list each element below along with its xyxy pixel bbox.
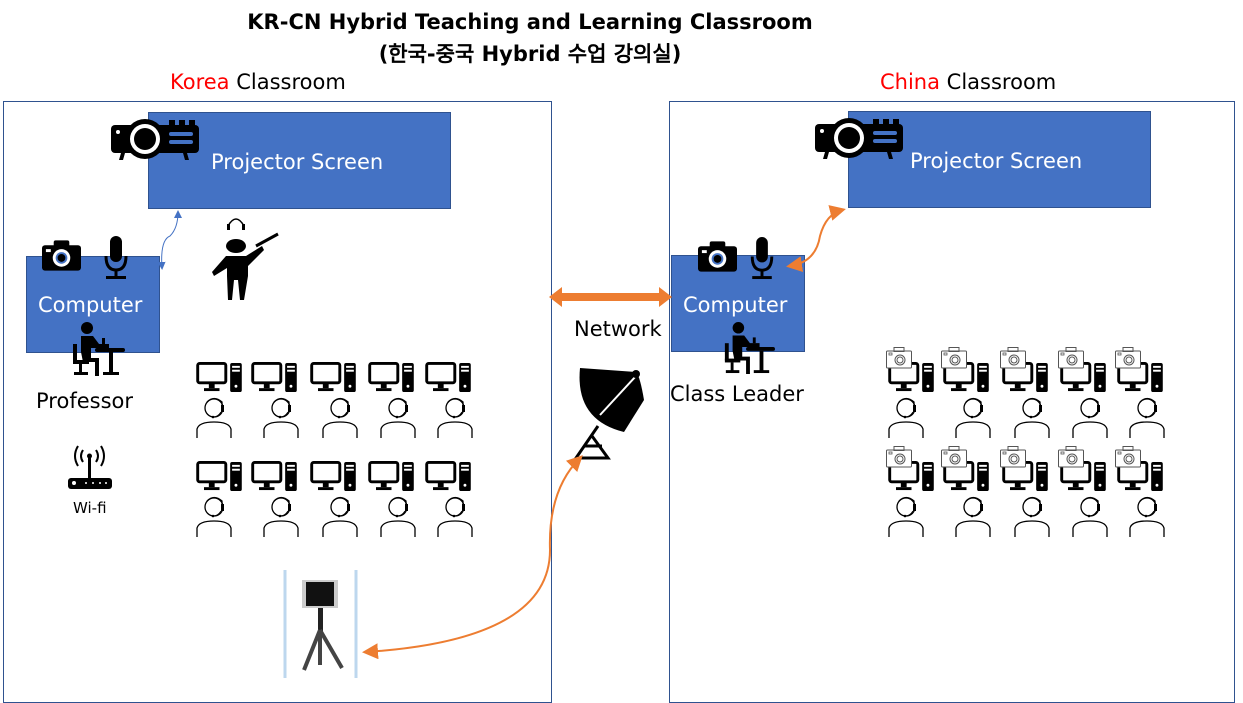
network-label: Network bbox=[574, 317, 662, 341]
china-classroom-label: China Classroom bbox=[880, 70, 1056, 94]
student-headset-icon bbox=[1129, 496, 1165, 537]
class-leader-label: Class Leader bbox=[670, 382, 804, 406]
student-headset-icon bbox=[196, 397, 232, 438]
wifi-router-icon bbox=[68, 445, 112, 489]
china-student-grid bbox=[886, 347, 1165, 537]
student-camera-icon bbox=[886, 347, 912, 369]
student-headset-icon bbox=[955, 496, 991, 537]
student-headset-icon bbox=[380, 496, 416, 537]
student-computer-icon bbox=[425, 461, 472, 492]
professor-label: Professor bbox=[36, 389, 133, 413]
tripod-camera-icon bbox=[283, 570, 358, 678]
korea-student-grid bbox=[196, 362, 473, 537]
china-room: Classroom bbox=[940, 70, 1057, 94]
student-computer-icon bbox=[196, 362, 243, 393]
korea-computer-label: Computer bbox=[38, 293, 143, 317]
student-camera-icon bbox=[941, 347, 967, 369]
student-headset-icon bbox=[380, 397, 416, 438]
student-headset-icon bbox=[437, 397, 473, 438]
student-headset-icon bbox=[888, 397, 924, 438]
student-computer-icon bbox=[310, 362, 357, 393]
student-camera-icon bbox=[1115, 347, 1141, 369]
student-computer-icon bbox=[196, 461, 243, 492]
wifi-label: Wi-fi bbox=[73, 499, 107, 517]
student-camera-icon bbox=[1000, 446, 1026, 468]
student-headset-icon bbox=[196, 496, 232, 537]
student-headset-icon bbox=[263, 496, 299, 537]
network-double-arrow bbox=[549, 287, 672, 307]
korea-classroom-label: Korea Classroom bbox=[170, 70, 346, 94]
korea-computer-projector-arrow bbox=[157, 210, 182, 270]
student-computer-icon bbox=[368, 461, 415, 492]
title-line-1: KR-CN Hybrid Teaching and Learning Class… bbox=[247, 10, 813, 34]
student-headset-icon bbox=[437, 496, 473, 537]
student-headset-icon bbox=[1072, 397, 1108, 438]
student-headset-icon bbox=[955, 397, 991, 438]
teacher-icon bbox=[212, 218, 279, 300]
class-leader-icon bbox=[724, 322, 775, 374]
student-headset-icon bbox=[1072, 496, 1108, 537]
satellite-dish-icon bbox=[573, 368, 644, 460]
student-camera-icon bbox=[1058, 446, 1084, 468]
professor-icon bbox=[73, 322, 125, 376]
satellite-tripod-arrow bbox=[362, 455, 583, 660]
student-headset-icon bbox=[1129, 397, 1165, 438]
student-camera-icon bbox=[1058, 347, 1084, 369]
korea-room: Classroom bbox=[229, 70, 346, 94]
student-computer-icon bbox=[251, 362, 298, 393]
student-headset-icon bbox=[1014, 397, 1050, 438]
korea-mic-icon bbox=[104, 236, 128, 280]
china-projector-screen-label: Projector Screen bbox=[910, 149, 1083, 173]
title-line-2: (한국-중국 Hybrid 수업 강의실) bbox=[378, 42, 682, 66]
china-camera-icon bbox=[698, 241, 737, 272]
student-computer-icon bbox=[368, 362, 415, 393]
china-computer-projector-arrow bbox=[786, 205, 846, 273]
korea-country: Korea bbox=[170, 70, 230, 94]
korea-camera-icon bbox=[42, 240, 81, 271]
student-computer-icon bbox=[425, 362, 472, 393]
china-country: China bbox=[880, 70, 940, 94]
student-computer-icon bbox=[310, 461, 357, 492]
china-computer-label: Computer bbox=[683, 293, 788, 317]
student-computer-icon bbox=[251, 461, 298, 492]
china-mic-icon bbox=[750, 237, 774, 280]
china-projector-icon bbox=[815, 118, 903, 159]
student-camera-icon bbox=[941, 446, 967, 468]
student-headset-icon bbox=[322, 397, 358, 438]
student-camera-icon bbox=[1115, 446, 1141, 468]
student-camera-icon bbox=[886, 446, 912, 468]
student-camera-icon bbox=[1000, 347, 1026, 369]
student-headset-icon bbox=[322, 496, 358, 537]
korea-projector-screen-label: Projector Screen bbox=[211, 150, 384, 174]
student-headset-icon bbox=[263, 397, 299, 438]
korea-projector-icon bbox=[111, 119, 199, 160]
student-headset-icon bbox=[1014, 496, 1050, 537]
student-headset-icon bbox=[888, 496, 924, 537]
